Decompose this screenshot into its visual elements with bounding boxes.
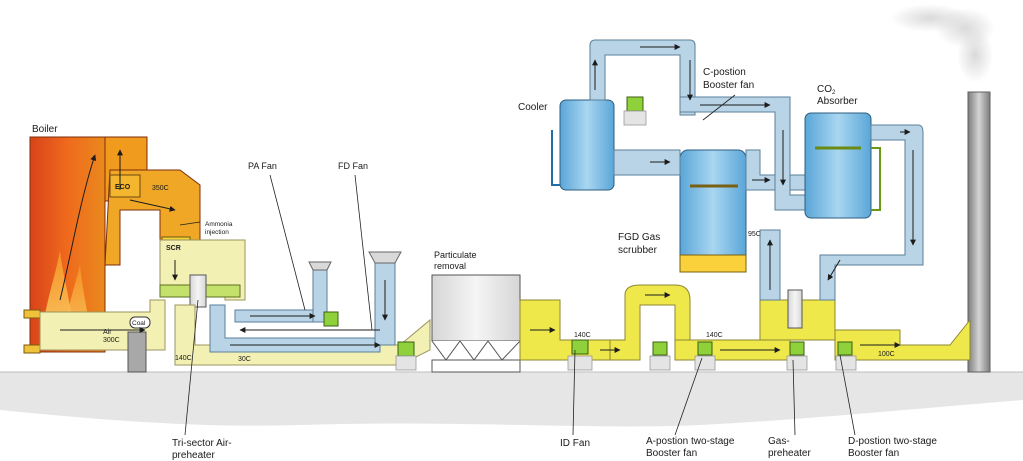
tri-sector-label-1: Tri-sector Air- bbox=[172, 438, 232, 449]
c-position-label-2: Booster fan bbox=[703, 80, 754, 91]
fd-fan-label: FD Fan bbox=[338, 161, 368, 171]
particulate-label-2: removal bbox=[434, 261, 466, 271]
a-fan-icon-2 bbox=[697, 341, 713, 356]
temp-140a-label: 140C bbox=[175, 355, 192, 362]
temp-95-label: 95C bbox=[748, 231, 761, 238]
c-position-label-1: C-postion bbox=[703, 67, 746, 78]
gas-fan-icon bbox=[789, 341, 805, 356]
d-booster-duct bbox=[834, 318, 971, 361]
absorber-label: Absorber bbox=[817, 96, 858, 107]
a-fan-base-1 bbox=[649, 355, 671, 371]
boiler-label: Boiler bbox=[32, 124, 58, 135]
tri-sector-preheater bbox=[189, 274, 207, 308]
eco-label: ECO bbox=[115, 184, 131, 191]
cooler bbox=[551, 99, 615, 191]
scr-label: SCR bbox=[166, 245, 181, 252]
a-position-label-2: Booster fan bbox=[646, 448, 697, 459]
fgd-scrubber bbox=[679, 149, 747, 273]
a-fan-base-2 bbox=[694, 355, 716, 371]
co2-label-sub: 2 bbox=[832, 90, 836, 96]
temp-140c-label: 140C bbox=[706, 332, 723, 339]
pa-fan-icon bbox=[323, 311, 339, 327]
id-fan-base bbox=[567, 355, 593, 371]
id-fan-icon bbox=[571, 339, 589, 355]
gas-preheater-label-1: Gas- bbox=[768, 436, 790, 447]
fd-fan-icon bbox=[397, 341, 415, 357]
id-fan-label: ID Fan bbox=[560, 438, 590, 449]
temp-350-label: 350C bbox=[152, 185, 169, 192]
c-fan-base bbox=[623, 110, 647, 126]
d-fan-icon bbox=[837, 341, 853, 356]
fgd-label-1: FGD Gas bbox=[618, 232, 660, 243]
flow-arrows bbox=[59, 44, 916, 353]
pa-fan-label: PA Fan bbox=[248, 161, 277, 171]
coal-label: Coal bbox=[132, 320, 146, 327]
d-position-label-2: Booster fan bbox=[848, 448, 899, 459]
fgd-label-2: scrubber bbox=[618, 245, 658, 256]
absorber-outlet-duct bbox=[819, 124, 924, 301]
cooler-label: Cooler bbox=[518, 102, 548, 113]
air-label-1: Air bbox=[103, 329, 112, 336]
gas-fan-base bbox=[786, 355, 808, 371]
stack bbox=[967, 91, 991, 373]
ammonia-label-1: Ammonia bbox=[205, 221, 233, 228]
smoke-plume bbox=[890, 4, 995, 83]
tri-sector-label-2: preheater bbox=[172, 450, 215, 461]
temp-30-label: 30C bbox=[238, 356, 251, 363]
coal-bunker bbox=[127, 331, 147, 373]
c-fan-icon bbox=[626, 96, 644, 112]
ammonia-label-2: injection bbox=[205, 229, 229, 236]
leader-lines bbox=[179, 94, 856, 436]
co2-absorber bbox=[804, 112, 881, 219]
fd-stack-cap bbox=[368, 251, 402, 264]
co2-label-main: CO bbox=[817, 84, 832, 95]
cooler-to-fgd-duct bbox=[613, 149, 681, 176]
ground bbox=[0, 372, 1023, 427]
a-position-label-1: A-postion two-stage bbox=[646, 436, 735, 447]
temp-100-label: 100C bbox=[878, 351, 895, 358]
gas-preheater-label-2: preheater bbox=[768, 448, 811, 459]
a-fan-icon-1 bbox=[652, 341, 668, 356]
co2-label: CO2 bbox=[817, 84, 836, 96]
gas-preheater-core bbox=[787, 289, 803, 329]
temp-140b-label: 140C bbox=[574, 332, 591, 339]
fd-fan-base bbox=[395, 355, 417, 371]
pa-stack-cap bbox=[308, 261, 332, 271]
air-label-2: 300C bbox=[103, 337, 120, 344]
d-fan-base bbox=[835, 355, 857, 371]
particulate-label-1: Particulate bbox=[434, 250, 477, 260]
d-position-label-1: D-postion two-stage bbox=[848, 436, 937, 447]
eco-box bbox=[109, 174, 141, 198]
particulate-removal-unit bbox=[431, 274, 521, 373]
